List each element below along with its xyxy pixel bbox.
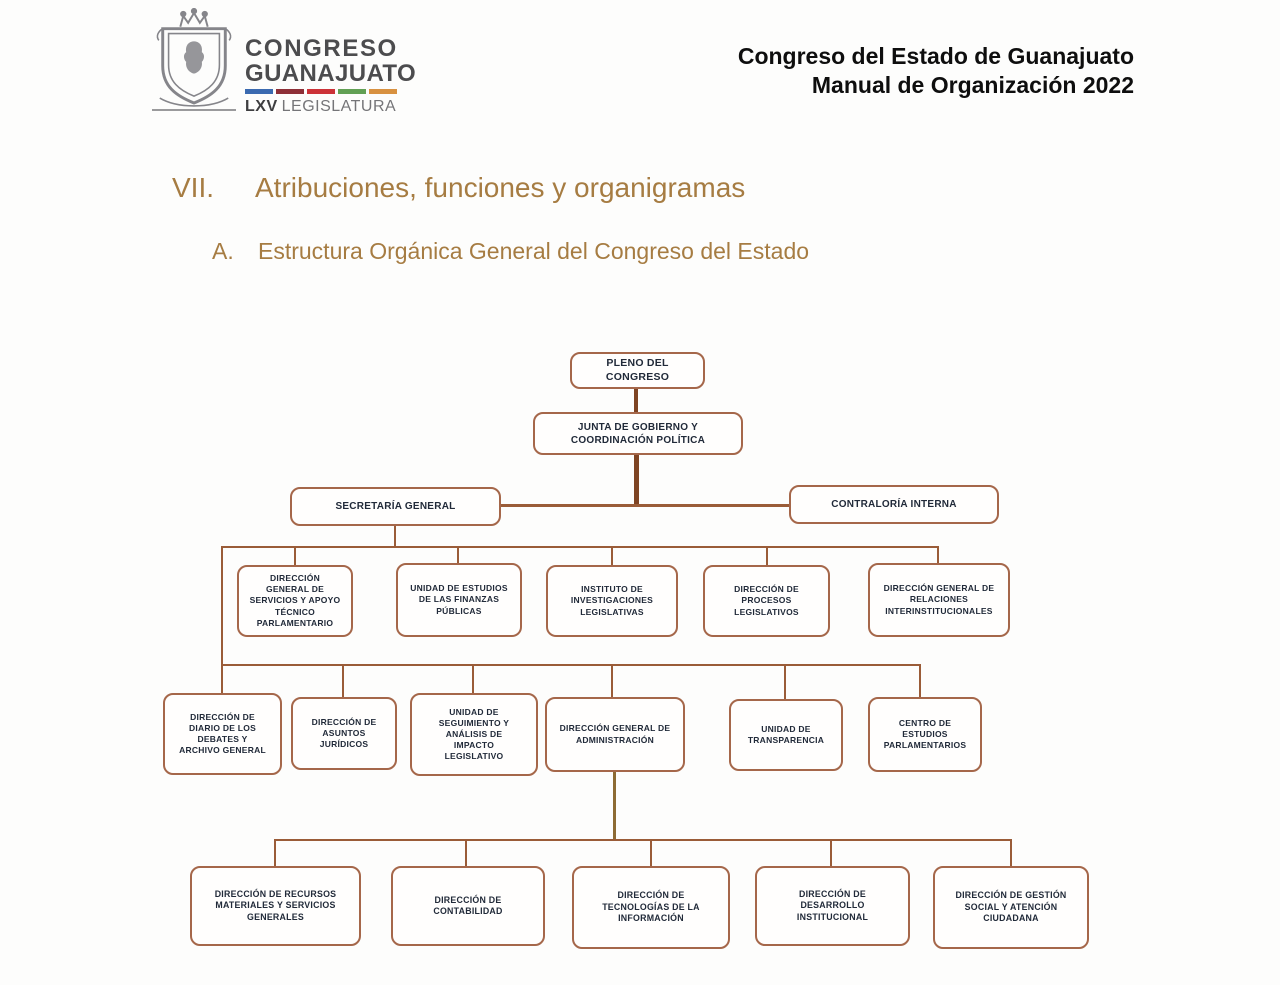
connector-line — [499, 504, 790, 507]
org-node-contraloria-interna: CONTRALORÍA INTERNA — [789, 485, 999, 524]
org-node-unidad-transparencia: UNIDAD DE TRANSPARENCIA — [729, 699, 843, 771]
org-node-centro-estudios-parlamentarios: CENTRO DE ESTUDIOS PARLAMENTARIOS — [868, 697, 982, 772]
org-node-servicios-apoyo-tecnico: DIRECCIÓN GENERAL DE SERVICIOS Y APOYO T… — [237, 565, 353, 637]
section-title: Atribuciones, funciones y organigramas — [255, 172, 746, 203]
org-node-estudios-finanzas: UNIDAD DE ESTUDIOS DE LAS FINANZAS PÚBLI… — [396, 563, 522, 637]
connector-line — [221, 546, 223, 695]
logo-bar-segment — [276, 89, 304, 94]
connector-line — [274, 839, 276, 868]
logo-bar-segment — [245, 89, 273, 94]
subsection-title: Estructura Orgánica General del Congreso… — [258, 238, 810, 264]
connector-line — [937, 546, 939, 565]
connector-line — [830, 839, 832, 868]
connector-line — [457, 546, 459, 565]
org-node-contabilidad: DIRECCIÓN DE CONTABILIDAD — [391, 866, 545, 946]
connector-line — [394, 524, 396, 548]
connector-line — [784, 664, 786, 701]
connector-line — [634, 453, 639, 506]
org-node-gestion-social: DIRECCIÓN DE GESTIÓN SOCIAL Y ATENCIÓN C… — [933, 866, 1089, 949]
org-node-recursos-materiales: DIRECCIÓN DE RECURSOS MATERIALES Y SERVI… — [190, 866, 361, 946]
connector-line — [294, 546, 296, 567]
logo-guanajuato-text: GUANAJUATO — [245, 60, 417, 87]
org-node-junta-de-gobierno: JUNTA DE GOBIERNO Y COORDINACIÓN POLÍTIC… — [533, 412, 743, 455]
connector-line — [221, 546, 939, 548]
org-node-tecnologias-informacion: DIRECCIÓN DE TECNOLOGÍAS DE LA INFORMACI… — [572, 866, 730, 949]
connector-line — [342, 664, 344, 699]
org-node-asuntos-juridicos: DIRECCIÓN DE ASUNTOS JURÍDICOS — [291, 697, 397, 770]
org-node-instituto-investigaciones: INSTITUTO DE INVESTIGACIONES LEGISLATIVA… — [546, 565, 678, 637]
logo-congreso-text: CONGRESO — [245, 35, 398, 62]
connector-line — [766, 546, 768, 567]
logo-legislatura-word: LEGISLATURA — [281, 98, 397, 115]
connector-line — [1010, 839, 1012, 868]
connector-line — [634, 386, 638, 414]
document-title: Congreso del Estado de Guanajuato Manual… — [738, 42, 1134, 100]
org-node-seguimiento-impacto: UNIDAD DE SEGUIMIENTO Y ANÁLISIS DE IMPA… — [410, 693, 538, 776]
logo-bar-segment — [369, 89, 397, 94]
logo-bar-segment — [307, 89, 335, 94]
org-node-direccion-general-administracion: DIRECCIÓN GENERAL DE ADMINISTRACIÓN — [545, 697, 685, 772]
subsection-letter: A. — [212, 238, 234, 264]
connector-line — [472, 664, 474, 695]
org-node-procesos-legislativos: DIRECCIÓN DE PROCESOS LEGISLATIVOS — [703, 565, 830, 637]
connector-line — [650, 839, 652, 868]
org-node-secretaria-general: SECRETARÍA GENERAL — [290, 487, 501, 526]
org-node-pleno-del-congreso: PLENO DEL CONGRESO — [570, 352, 705, 389]
section-number: VII. — [172, 172, 215, 203]
connector-line — [611, 664, 613, 699]
connector-line — [919, 664, 921, 699]
document-title-line2: Manual de Organización 2022 — [811, 72, 1134, 98]
org-node-diario-debates: DIRECCIÓN DE DIARIO DE LOS DEBATES Y ARC… — [163, 693, 282, 775]
coat-of-arms-icon — [156, 8, 232, 107]
connector-line — [613, 771, 616, 841]
org-node-desarrollo-institucional: DIRECCIÓN DE DESARROLLO INSTITUCIONAL — [755, 866, 910, 946]
connector-line — [611, 546, 613, 567]
org-node-relaciones-interinstitucionales: DIRECCIÓN GENERAL DE RELACIONES INTERINS… — [868, 563, 1010, 637]
logo-bar-segment — [338, 89, 366, 94]
connector-line — [274, 839, 1012, 841]
connector-line — [221, 664, 921, 666]
logo-lxv: LXV — [245, 98, 278, 115]
document-title-line1: Congreso del Estado de Guanajuato — [737, 43, 1134, 69]
connector-line — [465, 839, 467, 868]
logo-color-bar — [245, 89, 397, 94]
logo-underline — [152, 109, 236, 111]
